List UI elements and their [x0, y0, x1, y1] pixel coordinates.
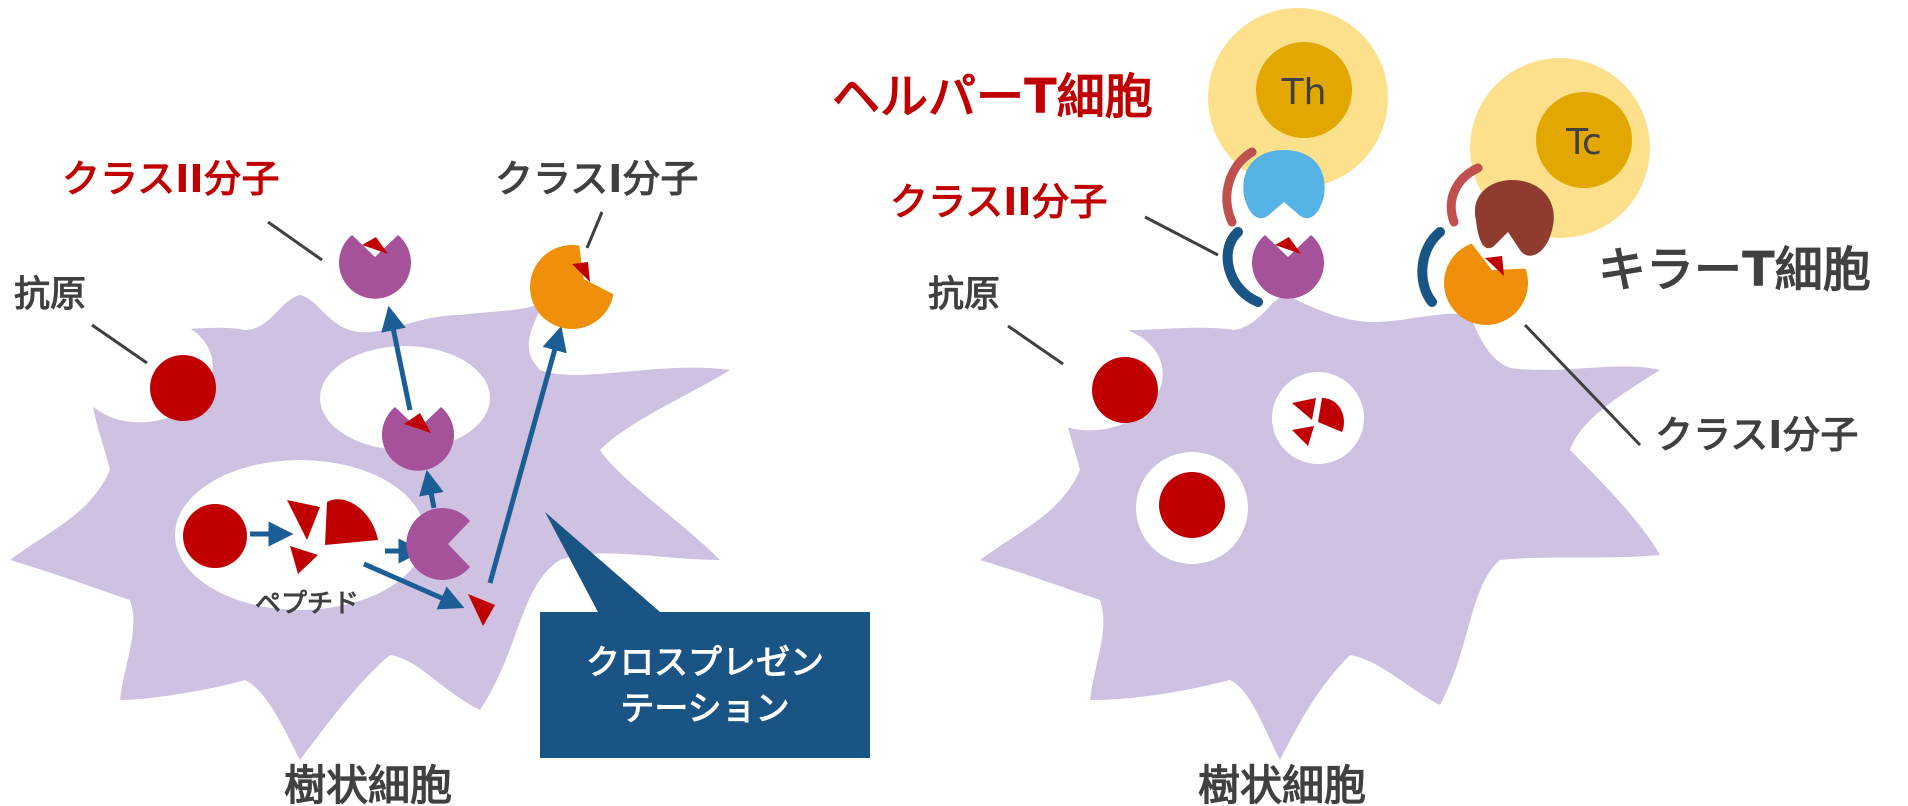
class1-label: クラスI分子	[1655, 413, 1858, 457]
cell-label-right: 樹状細胞	[1198, 761, 1366, 806]
peptide	[572, 262, 590, 282]
arrow	[362, 561, 465, 610]
arrow	[381, 305, 413, 411]
cross-presentation-callout: クロスプレゼン テーション	[540, 512, 870, 758]
helper-tcr	[1243, 150, 1325, 219]
peptide-fragment	[287, 500, 320, 540]
class1-pointer	[1523, 323, 1642, 447]
cross-presentation-line1: クロスプレゼン	[586, 643, 824, 683]
lysosome	[175, 460, 425, 610]
peptide	[362, 237, 388, 254]
peptide-fragment	[1318, 398, 1344, 432]
helper-t-label: ヘルパーT細胞	[832, 69, 1153, 125]
class2-label: クラスII分子	[62, 157, 280, 201]
antigen	[150, 355, 216, 421]
fragment-vesicle	[1272, 372, 1364, 464]
class1-label: クラスI分子	[495, 157, 698, 201]
co-receptor-blue	[1417, 227, 1445, 307]
peptide-fragment	[1292, 398, 1316, 420]
antigen-in-lysosome	[183, 504, 247, 568]
helper-t-abbrev: Th	[1281, 72, 1327, 113]
antigen-pointer	[91, 323, 148, 365]
peptide	[1275, 237, 1301, 254]
peptide-label: ペプチド	[255, 589, 359, 619]
class1-molecule-surface	[523, 238, 621, 336]
cell-label-left: 樹状細胞	[284, 761, 452, 806]
right-panel: Th Tc 抗原 クラスII分子 ヘルパーT細胞 キラーT細胞	[832, 8, 1871, 806]
class2-pointer	[1144, 215, 1219, 257]
peptide	[404, 413, 431, 433]
peptide	[468, 594, 495, 626]
co-receptor-red	[1446, 163, 1483, 227]
class2-pointer	[267, 220, 323, 262]
killer-t-abbrev: Tc	[1565, 122, 1602, 163]
class2-label: クラスII分子	[890, 180, 1108, 224]
antigen	[1159, 472, 1225, 538]
peptide	[1485, 256, 1504, 276]
peptide-fragment	[1292, 426, 1314, 446]
cross-presentation-arrow	[487, 325, 567, 584]
antigen-pointer	[1007, 324, 1064, 366]
peptide-fragment	[325, 499, 378, 545]
antigen	[1092, 357, 1158, 423]
killer-t-core	[1536, 92, 1632, 188]
arrow	[419, 469, 444, 509]
killer-t-label: キラーT細胞	[1598, 242, 1871, 298]
antigen-label: 抗原	[928, 273, 1000, 315]
antigen-label: 抗原	[14, 273, 86, 315]
cross-presentation-line2: テーション	[620, 689, 789, 729]
helper-t-core	[1256, 42, 1352, 138]
co-receptor-blue	[1222, 227, 1263, 307]
co-receptor-red	[1222, 147, 1257, 227]
left-panel: ペプチド クラスII分子 クラスI分子 抗原 クロスプレゼン テーション 樹状細…	[10, 157, 870, 806]
killer-tcr	[1474, 180, 1554, 256]
peptide-fragment	[290, 546, 318, 574]
class1-pointer	[585, 211, 604, 249]
